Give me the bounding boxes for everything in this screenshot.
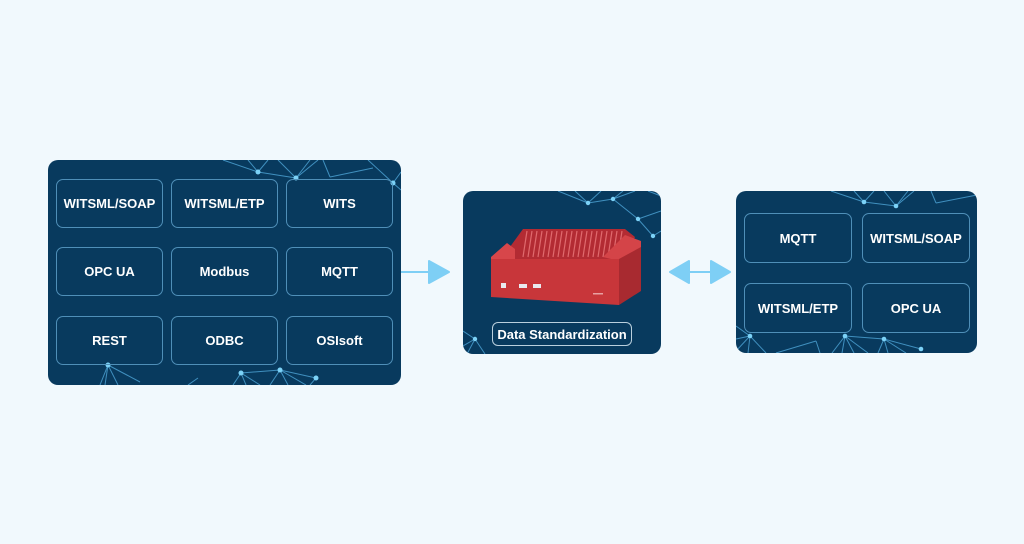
bidirectional-arrow-icon xyxy=(669,260,731,284)
target-protocol-witsml-soap: WITSML/SOAP xyxy=(862,213,970,263)
protocol-wits: WITS xyxy=(286,179,393,228)
target-protocols-panel: MQTT WITSML/SOAP WITSML/ETP OPC UA xyxy=(736,191,977,353)
data-standardization-panel: Data Standardization xyxy=(463,191,661,354)
target-protocol-witsml-etp: WITSML/ETP xyxy=(744,283,852,333)
protocol-rest: REST xyxy=(56,316,163,365)
protocol-mqtt: MQTT xyxy=(286,247,393,296)
target-protocol-mqtt: MQTT xyxy=(744,213,852,263)
source-protocols-panel: WITSML/SOAP WITSML/ETP WITS OPC UA Modbu… xyxy=(48,160,401,385)
protocol-witsml-soap: WITSML/SOAP xyxy=(56,179,163,228)
protocol-modbus: Modbus xyxy=(171,247,278,296)
protocol-osisoft: OSIsoft xyxy=(286,316,393,365)
target-protocol-opc-ua: OPC UA xyxy=(862,283,970,333)
protocol-witsml-etp: WITSML/ETP xyxy=(171,179,278,228)
edge-gateway-device-icon xyxy=(491,229,641,305)
protocol-opc-ua: OPC UA xyxy=(56,247,163,296)
protocol-odbc: ODBC xyxy=(171,316,278,365)
data-standardization-label: Data Standardization xyxy=(492,322,632,346)
right-arrow-icon xyxy=(401,260,450,284)
